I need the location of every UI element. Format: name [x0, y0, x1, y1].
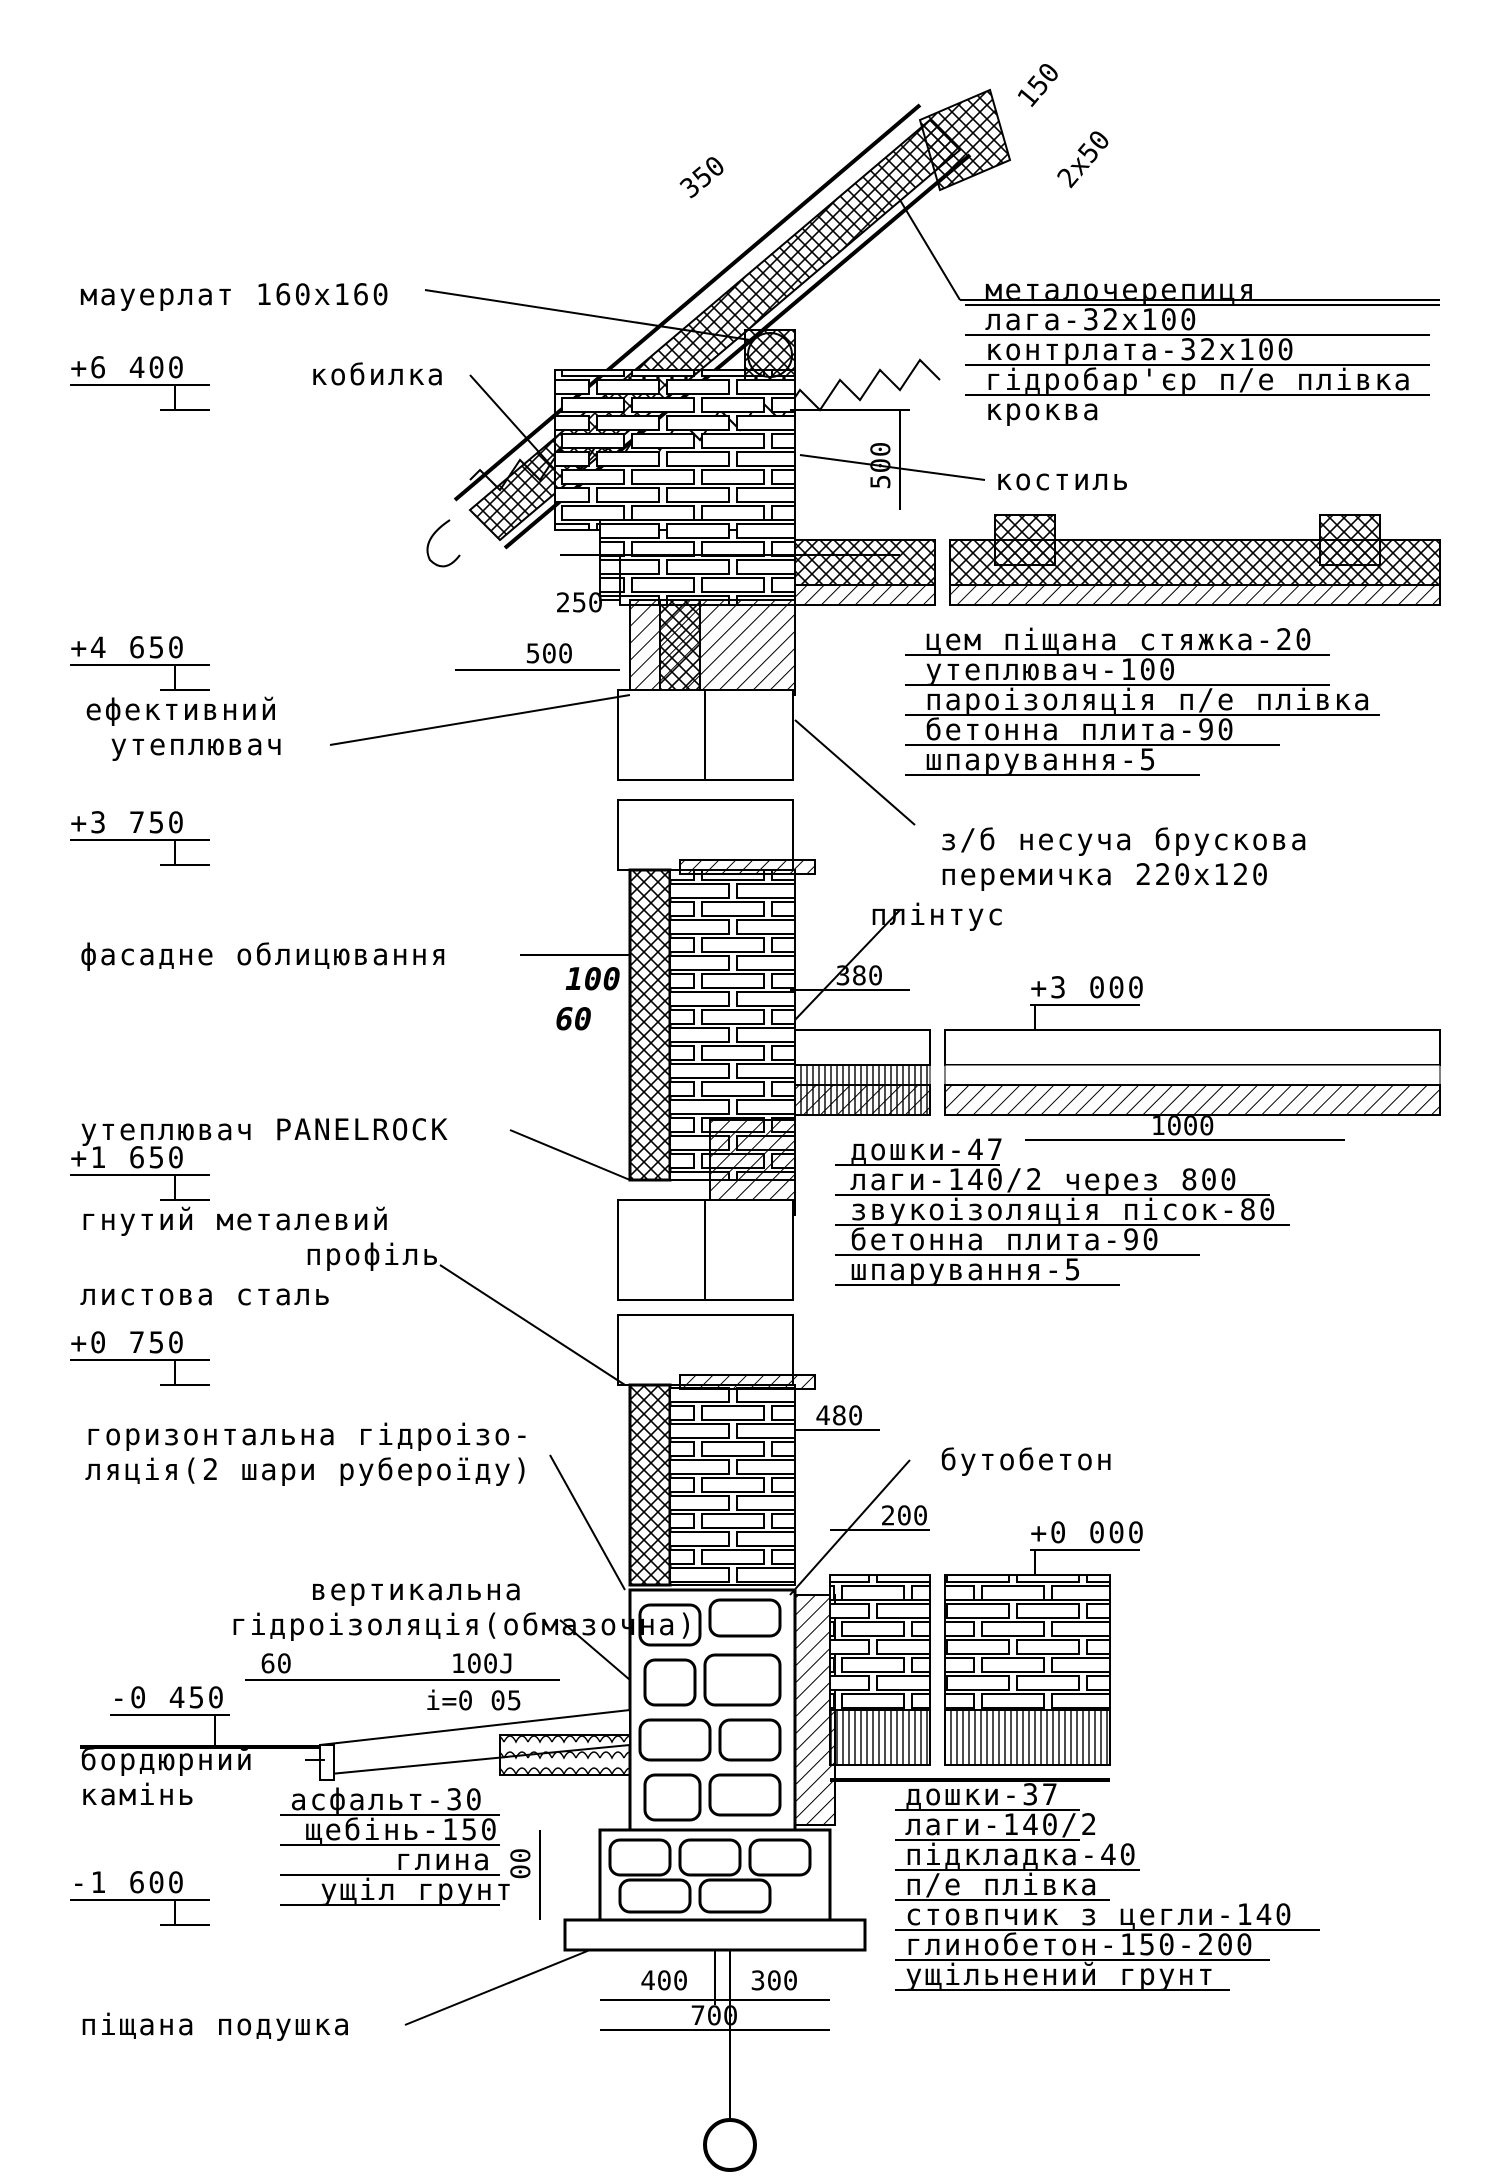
- label-profile-line1: гнутий металевий: [80, 1203, 391, 1237]
- label-curb-line1: бордюрний: [80, 1743, 255, 1777]
- label-hydro-v-line2: гідроізоляція(обмазочна): [230, 1608, 697, 1642]
- dim-480: 480: [815, 1401, 864, 1432]
- floor2-layer: дошки-47: [850, 1133, 1006, 1167]
- label-panelrock: утеплювач PANELROCK: [80, 1113, 450, 1147]
- ground-layer: дошки-37: [905, 1778, 1061, 1812]
- roof-layers-list: металочерепиця лага-32х100 контрлата-32х…: [985, 273, 1413, 427]
- paving: [80, 1708, 1110, 1782]
- label-rubble-concrete: бутобетон: [940, 1443, 1115, 1477]
- wall-lower: [617, 1314, 816, 1587]
- paving-layer: глина: [395, 1843, 492, 1877]
- label-mauerlat: мауерлат 160х160: [80, 278, 391, 312]
- dim-200: 200: [880, 1501, 929, 1532]
- label-hydro-h-line1: горизонтальна гідроізо-: [85, 1418, 533, 1452]
- dim-250: 250: [555, 588, 604, 619]
- ground-layer: ущільнений грунт: [905, 1958, 1216, 1992]
- label-insulation-line2: утеплювач: [110, 728, 285, 762]
- dim-400: 400: [640, 1966, 689, 1997]
- label-profile-line2: профіль: [305, 1238, 441, 1272]
- wall-middle: [617, 799, 816, 1301]
- slope-label: i=0 05: [425, 1686, 523, 1717]
- leader-lines: [305, 199, 1440, 2026]
- ground-floor: [829, 1574, 1111, 1766]
- attic-layer: бетонна плита-90: [925, 713, 1236, 747]
- dim-380: 380: [835, 961, 884, 992]
- label-hydro-h-line2: ляція(2 шари рубероїду): [85, 1453, 533, 1487]
- roof-layer: контрлата-32х100: [985, 333, 1296, 367]
- label-lintel-line1: з/б несуча брускова: [940, 823, 1310, 857]
- dim-00: 00: [506, 1847, 537, 1880]
- dim-700: 700: [690, 2001, 739, 2032]
- handwritten-100: 100: [565, 962, 621, 998]
- roof-layer: гідробар'єр п/е плівка: [985, 363, 1413, 397]
- attic-floor-layers-list: цем піщана стяжка-20 утеплювач-100 пароі…: [925, 623, 1373, 777]
- elevation-minus-1600: -1 600: [70, 1866, 187, 1900]
- label-kostyl: костиль: [995, 463, 1131, 497]
- floor2-layer: шпарування-5: [850, 1253, 1084, 1287]
- paving-layers-list: асфальт-30 щебінь-150 глина ущіл грунт: [290, 1783, 515, 1907]
- attic-layer: шпарування-5: [925, 743, 1159, 777]
- ground-layer: підкладка-40: [905, 1838, 1139, 1872]
- label-steel: листова сталь: [80, 1278, 333, 1312]
- dim-350: 350: [675, 150, 732, 205]
- elevation-6400: +6 400: [70, 351, 187, 385]
- paving-layer: щебінь-150: [305, 1813, 500, 1847]
- attic-layer: цем піщана стяжка-20: [925, 623, 1314, 657]
- ground-layer: глинобетон-150-200: [905, 1928, 1255, 1962]
- dim-1000: 1000: [1150, 1111, 1215, 1142]
- dim-2x50: 2х50: [1052, 125, 1118, 195]
- label-lintel-line2: перемичка 220х120: [940, 858, 1271, 892]
- ground-layer: стовпчик з цегли-140: [905, 1898, 1294, 1932]
- roof-layer: кроква: [985, 393, 1102, 427]
- label-plinth: плінтус: [870, 898, 1006, 932]
- attic-layer: утеплювач-100: [925, 653, 1178, 687]
- dim-300: 300: [750, 1966, 799, 1997]
- floor2-layers-list: дошки-47 лаги-140/2 через 800 звукоізоля…: [850, 1133, 1278, 1287]
- floor2-layer: звукоізоляція пісок-80: [850, 1193, 1278, 1227]
- dim-60: 60: [260, 1649, 293, 1680]
- wall-upper: [617, 554, 796, 781]
- dim-100j: 100J: [450, 1649, 515, 1680]
- axis-marker: [703, 1950, 757, 2172]
- label-hydro-v-line1: вертикальна: [310, 1573, 524, 1607]
- label-sand-cushion: піщана подушка: [80, 2008, 352, 2042]
- handwritten-60: 60: [555, 1002, 592, 1038]
- dim-500-vertical: 500: [866, 441, 897, 490]
- elevation-1650: +1 650: [70, 1141, 187, 1175]
- label-kobylka: кобилка: [310, 358, 446, 392]
- dim-150: 150: [1012, 57, 1067, 114]
- elevation-3750: +3 750: [70, 806, 187, 840]
- ground-layer: п/е плівка: [905, 1868, 1100, 1902]
- dimension-lines: [245, 409, 1345, 2031]
- dim-500-horizontal: 500: [525, 639, 574, 670]
- ground-floor-layers-list: дошки-37 лаги-140/2 підкладка-40 п/е плі…: [905, 1778, 1294, 1992]
- elevation-0750: +0 750: [70, 1326, 187, 1360]
- paving-layer: ущіл грунт: [320, 1873, 515, 1907]
- spec-underlines: [280, 304, 1440, 1991]
- roof-layer: лага-32х100: [985, 303, 1199, 337]
- floor2-layer: бетонна плита-90: [850, 1223, 1161, 1257]
- elevation-marks: [70, 384, 1140, 1926]
- elevation-minus-0450: -0 450: [110, 1681, 227, 1715]
- label-insulation-line1: ефективний: [85, 693, 280, 727]
- second-floor: [794, 1029, 1441, 1116]
- paving-layer: асфальт-30: [290, 1783, 485, 1817]
- ground-layer: лаги-140/2: [905, 1808, 1100, 1842]
- attic-layer: пароізоляція п/е плівка: [925, 683, 1373, 717]
- label-facade: фасадне облицювання: [80, 938, 450, 972]
- roof-layer: металочерепиця: [985, 273, 1257, 307]
- attic-floor: [794, 514, 1441, 606]
- elevation-4650: +4 650: [70, 631, 187, 665]
- foundation: [563, 1588, 867, 1952]
- floor2-layer: лаги-140/2 через 800: [850, 1163, 1239, 1197]
- label-curb-line2: камінь: [80, 1778, 197, 1812]
- elevation-0000: +0 000: [1030, 1516, 1147, 1550]
- elevation-3000: +3 000: [1030, 971, 1147, 1005]
